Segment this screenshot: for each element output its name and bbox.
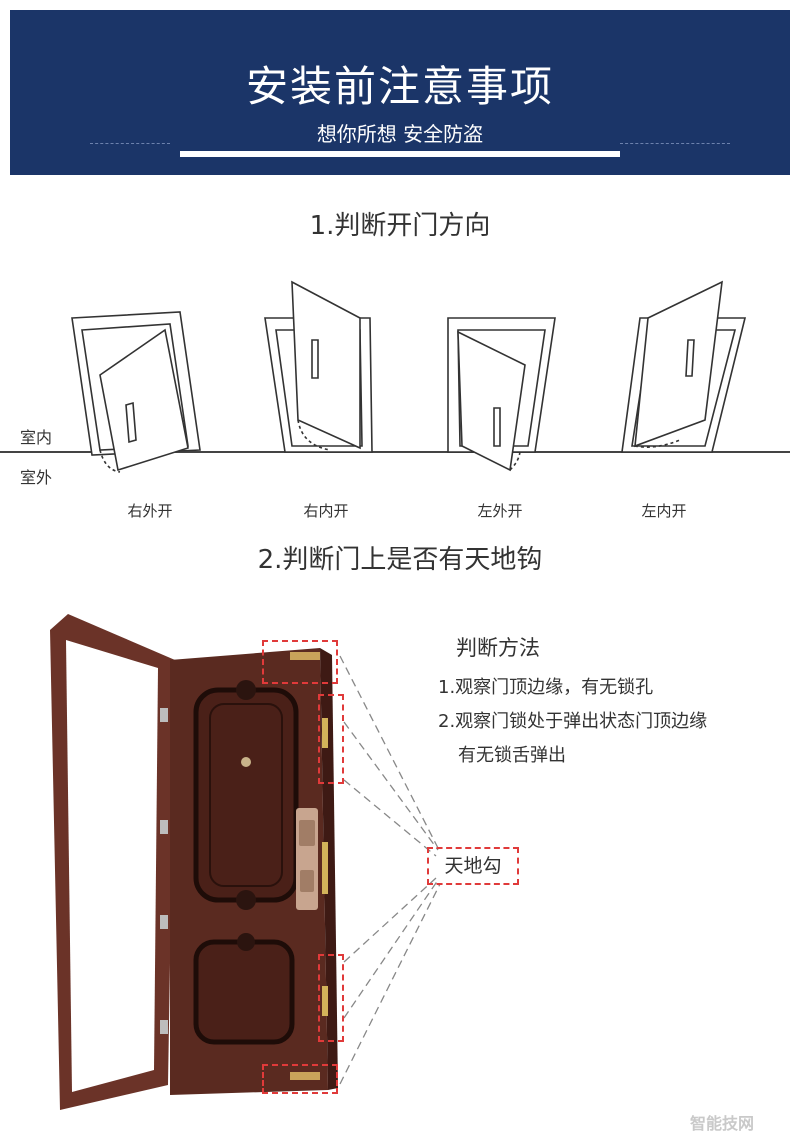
banner-dash-left bbox=[90, 143, 170, 144]
door-diagram-left-inward bbox=[621, 280, 747, 453]
watermark-logo: 智能技网 bbox=[690, 1114, 755, 1133]
section-title-door-direction: 1.判断开门方向 bbox=[309, 211, 491, 241]
door-photo-illustration bbox=[50, 614, 338, 1110]
section-title-hook-check: 2.判断门上是否有天地钩 bbox=[257, 545, 543, 575]
method-title: 判断方法 bbox=[456, 636, 540, 660]
door-diagram-left-outward bbox=[447, 317, 556, 472]
door-caption-left-outward: 左外开 bbox=[477, 502, 523, 520]
header-banner: 安装前注意事项 想你所想 安全防盗 bbox=[10, 10, 790, 175]
door-caption-left-inward: 左内开 bbox=[641, 502, 687, 520]
banner-underline bbox=[180, 151, 620, 157]
outdoor-label: 室外 bbox=[20, 468, 53, 487]
door-diagram-right-inward bbox=[264, 280, 373, 453]
pointer-lines bbox=[339, 655, 441, 1085]
method-step-2-cont: 有无锁舌弹出 bbox=[458, 745, 566, 766]
door-caption-right-outward: 右外开 bbox=[127, 502, 173, 520]
door-diagram-right-outward bbox=[71, 311, 201, 473]
lower-latch-highlight bbox=[318, 954, 344, 1042]
method-step-2: 2.观察门锁处于弹出状态门顶边缘 bbox=[438, 711, 708, 732]
banner-dash-right bbox=[620, 143, 730, 144]
method-step-1: 1.观察门顶边缘，有无锁孔 bbox=[438, 677, 654, 698]
page-title: 安装前注意事项 bbox=[245, 62, 554, 111]
door-caption-right-inward: 右内开 bbox=[303, 502, 349, 520]
bottom-bolt-highlight bbox=[262, 1064, 338, 1094]
page-subtitle: 想你所想 安全防盗 bbox=[316, 122, 484, 146]
hook-label: 天地勾 bbox=[427, 847, 519, 885]
upper-latch-highlight bbox=[318, 694, 344, 784]
top-bolt-highlight bbox=[262, 640, 338, 684]
indoor-label: 室内 bbox=[20, 428, 53, 447]
